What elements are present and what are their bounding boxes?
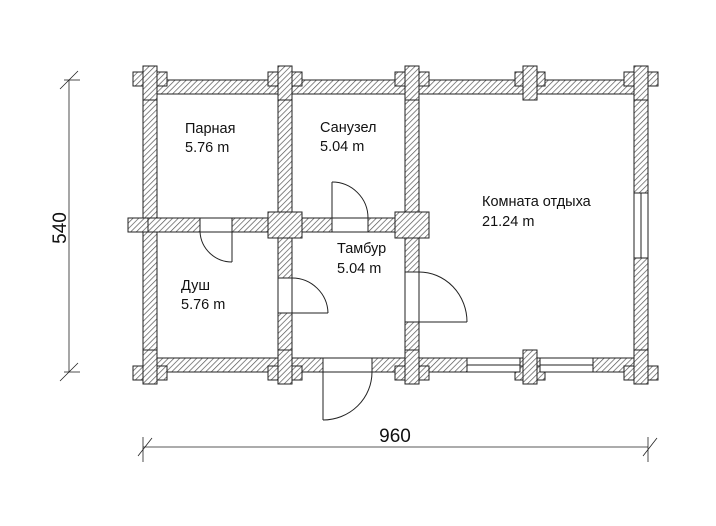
door-swing	[418, 271, 468, 323]
doors	[199, 181, 468, 421]
dimension-width: 960	[379, 426, 411, 447]
room-name: Душ	[181, 278, 210, 294]
log-end	[142, 349, 158, 385]
door-swing	[331, 181, 369, 219]
room-name: Тамбур	[337, 241, 386, 257]
door-swing	[199, 231, 233, 263]
room-labels: Парная 5.76 m Санузел 5.04 m Комната отд…	[181, 120, 592, 313]
dimension-height: 540	[50, 212, 71, 244]
windows	[466, 192, 649, 373]
room-area: 5.76 m	[181, 297, 225, 313]
log-end	[277, 349, 293, 385]
log-end	[127, 217, 149, 233]
room-area: 5.04 m	[320, 139, 364, 155]
wall-h-a	[142, 217, 201, 233]
dimension-lines	[59, 70, 658, 462]
wall-v2-upper	[404, 79, 420, 273]
room-name: Санузел	[320, 120, 377, 136]
log-end	[267, 211, 303, 239]
door-swing	[291, 277, 329, 314]
log-end	[633, 349, 649, 385]
room-area: 21.24 m	[482, 214, 534, 230]
log-end	[404, 65, 420, 101]
door-frame	[199, 217, 233, 233]
log-end	[277, 65, 293, 101]
log-end	[522, 65, 538, 101]
log-end	[394, 211, 430, 239]
room-name: Парная	[185, 121, 235, 137]
door-swing	[322, 371, 373, 421]
log-end	[404, 349, 420, 385]
door-frame	[277, 277, 293, 314]
log-end	[522, 349, 538, 385]
walls	[127, 65, 659, 385]
door-frame	[404, 271, 420, 323]
wall-v1-upper	[277, 79, 293, 279]
room-area: 5.04 m	[337, 261, 381, 277]
room-area: 5.76 m	[185, 140, 229, 156]
log-end	[633, 65, 649, 101]
room-name: Комната отдыха	[482, 194, 592, 210]
door-frame	[322, 357, 373, 373]
log-end	[142, 65, 158, 101]
door-frame	[331, 217, 369, 233]
